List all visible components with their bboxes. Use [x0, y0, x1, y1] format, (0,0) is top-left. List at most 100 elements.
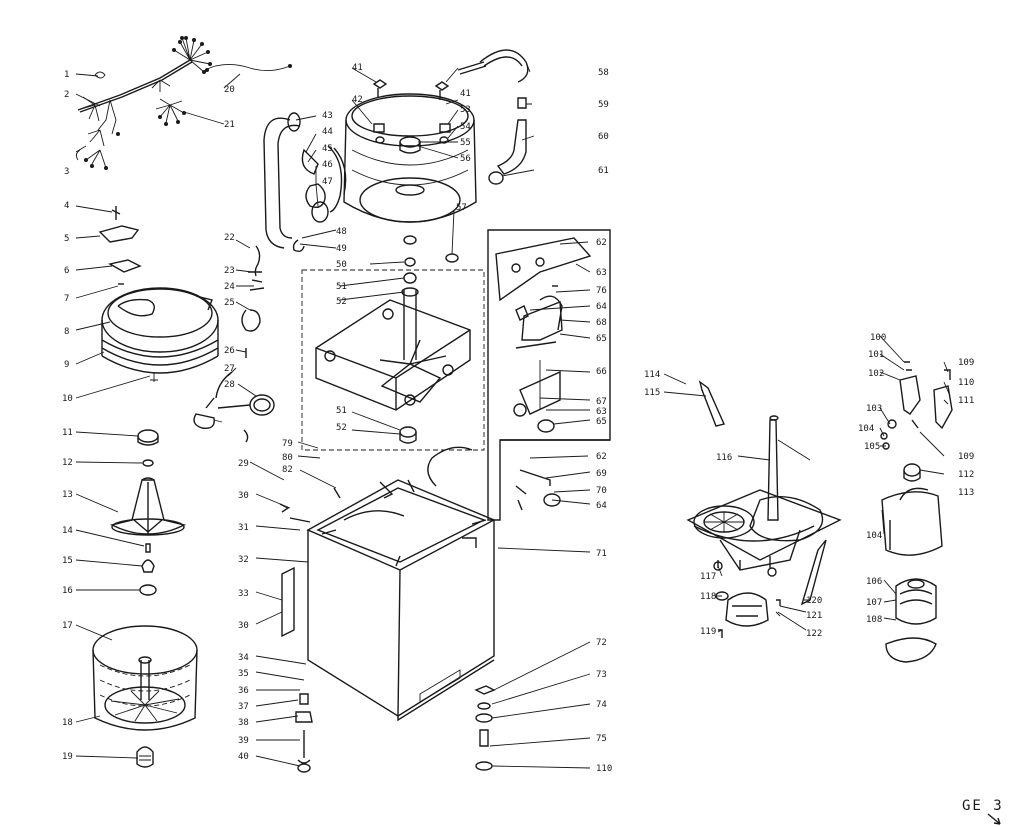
part-number: 117: [700, 572, 716, 582]
part-number: 50: [336, 260, 347, 270]
part-number: 109: [958, 358, 974, 368]
part-number: 34: [238, 653, 249, 663]
part-number: 58: [598, 68, 609, 78]
part-number: 6: [64, 266, 69, 276]
part-number: 47: [322, 177, 333, 187]
part-number: 104: [858, 424, 874, 434]
part-number: 32: [238, 555, 249, 565]
leader-lines: [75, 61, 951, 769]
part-number: 63: [596, 268, 607, 278]
part-number: 45: [322, 144, 333, 154]
part-number: 36: [238, 686, 249, 696]
part-number: 29: [238, 459, 249, 469]
part-number: 74: [596, 700, 607, 710]
part-number: 1: [64, 70, 69, 80]
part-number: 44: [322, 127, 333, 137]
part-number: 2: [64, 90, 69, 100]
part-number: 52: [336, 423, 347, 433]
part-number: 39: [238, 736, 249, 746]
part-number: 40: [238, 752, 249, 762]
part-number: 118: [700, 592, 716, 602]
part-number: 37: [238, 702, 249, 712]
part-number: 13: [62, 490, 73, 500]
part-number: 7: [64, 294, 69, 304]
part-number: 30: [238, 621, 249, 631]
part-number: 21: [224, 120, 235, 130]
part-number: 112: [958, 470, 974, 480]
wash-basket: [92, 625, 198, 768]
part-number: 51: [336, 282, 347, 292]
part-number: 18: [62, 718, 73, 728]
part-number: 43: [322, 111, 333, 121]
part-number: 49: [336, 244, 347, 254]
part-number: 65: [596, 417, 607, 427]
bracket-parts-4-7: [98, 206, 142, 285]
part-number: 115: [644, 388, 660, 398]
outer-tub: [343, 79, 477, 263]
part-number: 17: [62, 621, 73, 631]
part-number: 41: [352, 63, 363, 73]
part-number: 30: [238, 491, 249, 501]
part-number: 56: [460, 154, 471, 164]
part-number: 68: [596, 318, 607, 328]
wiring-harness: [75, 36, 292, 170]
part-number: 42: [352, 95, 363, 105]
part-number: 15: [62, 556, 73, 566]
part-number: 54: [460, 122, 471, 132]
part-number: 60: [598, 132, 609, 142]
fill-hose: [457, 49, 529, 185]
part-number: 65: [596, 334, 607, 344]
part-number: 55: [460, 138, 471, 148]
part-number: 31: [238, 523, 249, 533]
part-number: 20: [224, 85, 235, 95]
part-number: 16: [62, 586, 73, 596]
cabinet: [279, 446, 496, 773]
part-number: 107: [866, 598, 882, 608]
part-number: 8: [64, 327, 69, 337]
brake-assembly-box: [487, 229, 611, 521]
part-number: 110: [596, 764, 612, 774]
part-number: 64: [596, 302, 607, 312]
part-number: 23: [224, 266, 235, 276]
part-number: 106: [866, 577, 882, 587]
part-number: 110: [958, 378, 974, 388]
corner-arrow-icon: [987, 813, 1001, 825]
tub-cover: [101, 287, 219, 382]
page-label: GE 3: [962, 798, 1004, 814]
part-number: 71: [596, 549, 607, 559]
part-number: 72: [596, 638, 607, 648]
part-number: 122: [806, 629, 822, 639]
part-number: 113: [958, 488, 974, 498]
part-number: 70: [596, 486, 607, 496]
part-number: 114: [644, 370, 660, 380]
part-number: 62: [596, 238, 607, 248]
part-number: 26: [224, 346, 235, 356]
part-number: 41: [460, 89, 471, 99]
part-number: 3: [64, 167, 69, 177]
part-number: 67: [596, 397, 607, 407]
part-number: 61: [598, 166, 609, 176]
part-number: 104: [866, 531, 882, 541]
part-number: 73: [596, 670, 607, 680]
part-number: 35: [238, 669, 249, 679]
part-number: 62: [596, 452, 607, 462]
part-number: 38: [238, 718, 249, 728]
part-number: 66: [596, 367, 607, 377]
motor-assembly: [880, 361, 953, 663]
part-number: 27: [224, 364, 235, 374]
mounting-plate: [301, 257, 485, 451]
part-number: 79: [282, 439, 293, 449]
part-number: 101: [868, 350, 884, 360]
part-number: 9: [64, 360, 69, 370]
part-number: 53: [460, 105, 471, 115]
part-number: 59: [598, 100, 609, 110]
part-number: 80: [282, 453, 293, 463]
part-number: 105: [864, 442, 880, 452]
part-number: 46: [322, 160, 333, 170]
part-number: 69: [596, 469, 607, 479]
part-number: 28: [224, 380, 235, 390]
part-number: 52: [336, 297, 347, 307]
part-number: 121: [806, 611, 822, 621]
part-labels: 1 2 3 4 5 6 7 8 9 10 11 12 13 14 15 16 1…: [62, 63, 974, 774]
